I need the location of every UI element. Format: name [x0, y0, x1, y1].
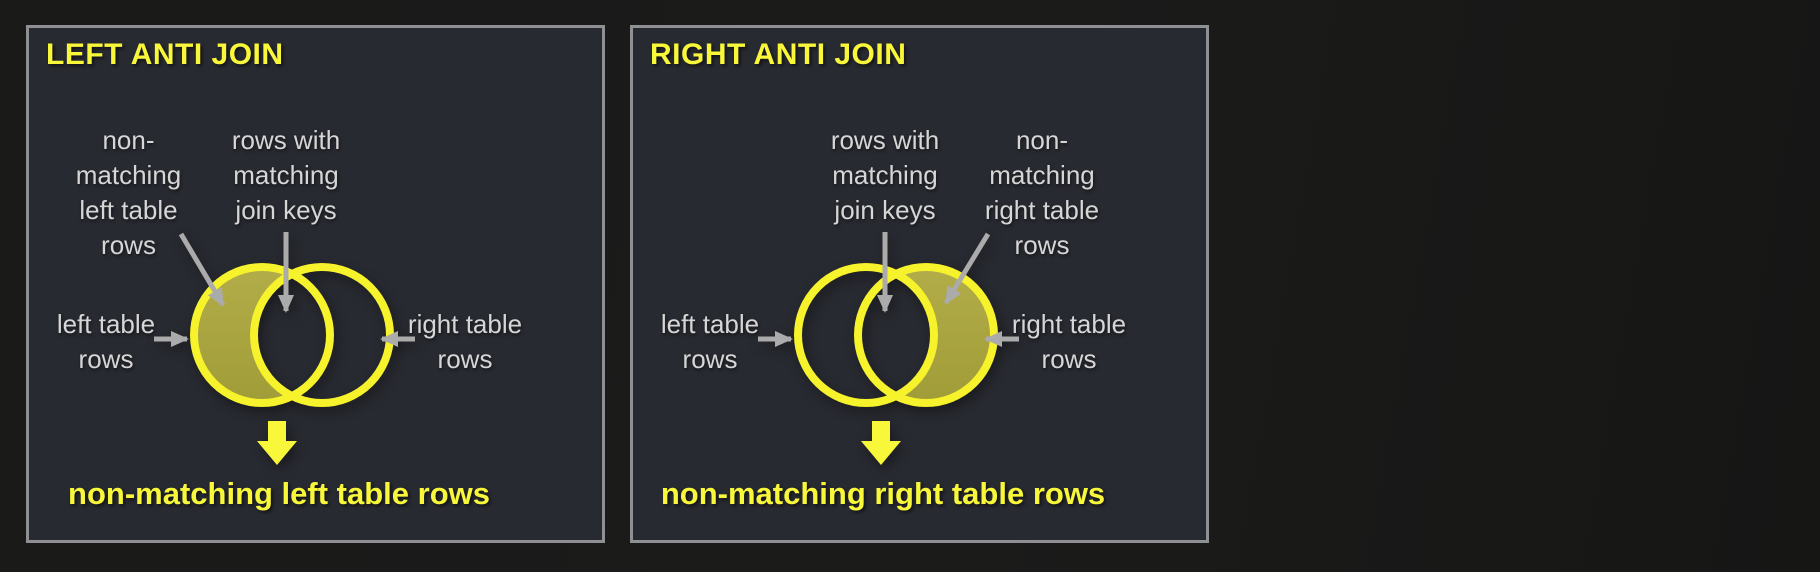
- anti-join-fill-region: [194, 267, 330, 403]
- label-non-matching-right-rows: non- matching right table rows: [984, 125, 1100, 260]
- diagonal-arrow-icon: [178, 232, 226, 307]
- panel-title: RIGHT ANTI JOIN: [650, 38, 907, 71]
- left-circle: [794, 263, 938, 407]
- result-text: non-matching left table rows: [68, 476, 490, 511]
- panel-title: LEFT ANTI JOIN: [46, 38, 284, 71]
- right-anti-join-panel: RIGHT ANTI JOIN rows with matching join …: [630, 25, 1209, 543]
- venn-diagram-right-anti: [758, 232, 1019, 465]
- down-arrow-icon: [861, 421, 901, 465]
- venn-diagram-left-anti: [154, 232, 415, 465]
- diagonal-arrow-icon: [943, 232, 991, 305]
- left-anti-join-panel: LEFT ANTI JOIN non- matching left table …: [26, 25, 605, 543]
- left-circle: [190, 263, 334, 407]
- label-right-table-rows: right table rows: [1011, 309, 1127, 374]
- result-text: non-matching right table rows: [660, 476, 1106, 511]
- label-left-table-rows: left table rows: [56, 309, 156, 374]
- label-matching-join-keys: rows with matching join keys: [830, 125, 940, 225]
- label-left-table-rows: left table rows: [660, 309, 760, 374]
- label-non-matching-left-rows: non- matching left table rows: [75, 125, 182, 260]
- label-right-table-rows: right table rows: [407, 309, 523, 374]
- label-matching-join-keys: rows with matching join keys: [231, 125, 341, 225]
- down-arrow-icon: [257, 421, 297, 465]
